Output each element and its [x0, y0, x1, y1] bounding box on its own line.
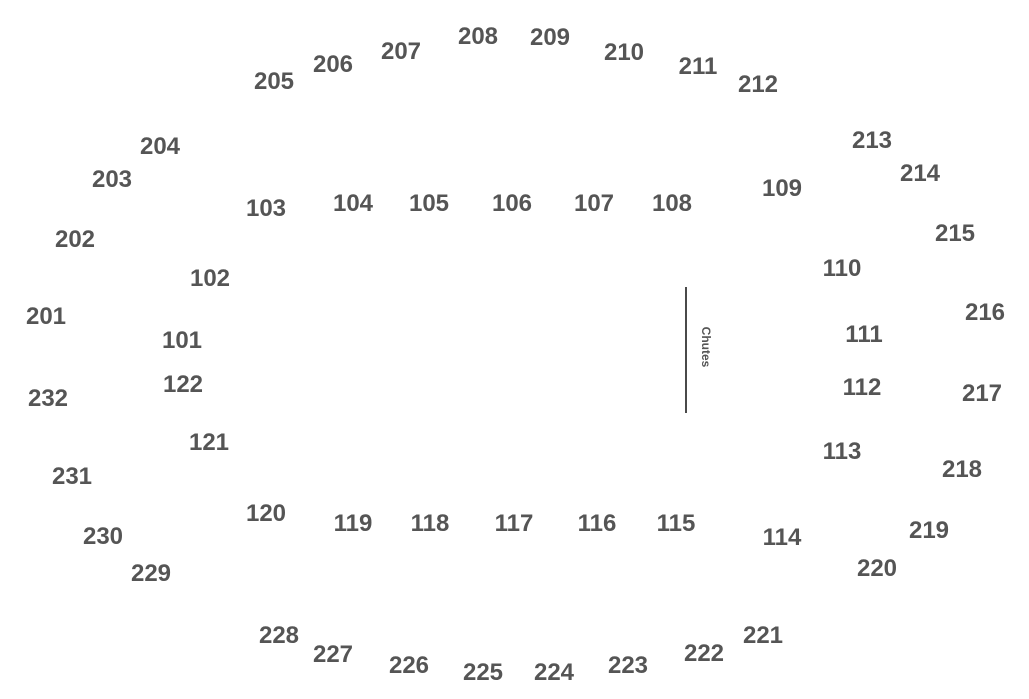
section-228[interactable]: 228: [258, 622, 300, 649]
section-109[interactable]: 109: [761, 175, 803, 202]
section-105[interactable]: 105: [408, 190, 450, 217]
section-112[interactable]: 112: [842, 374, 882, 401]
section-212[interactable]: 212: [737, 71, 779, 98]
section-209[interactable]: 209: [529, 24, 571, 51]
section-114[interactable]: 114: [762, 524, 802, 551]
section-231[interactable]: 231: [51, 463, 93, 490]
section-224[interactable]: 224: [533, 659, 575, 686]
section-229[interactable]: 229: [130, 560, 172, 587]
section-207[interactable]: 207: [380, 38, 422, 65]
section-107[interactable]: 107: [573, 190, 615, 217]
section-106[interactable]: 106: [491, 190, 533, 217]
section-216[interactable]: 216: [964, 299, 1006, 326]
section-210[interactable]: 210: [603, 39, 645, 66]
chutes-label: Chutes: [699, 326, 713, 368]
section-117[interactable]: 117: [494, 510, 534, 537]
section-217[interactable]: 217: [961, 380, 1003, 407]
section-227[interactable]: 227: [312, 641, 354, 668]
section-230[interactable]: 230: [82, 523, 124, 550]
section-211[interactable]: 211: [678, 53, 718, 80]
section-219[interactable]: 219: [908, 517, 950, 544]
section-223[interactable]: 223: [607, 652, 649, 679]
section-115[interactable]: 115: [656, 510, 696, 537]
section-121[interactable]: 121: [188, 429, 230, 456]
section-119[interactable]: 119: [333, 510, 373, 537]
section-101[interactable]: 101: [161, 327, 203, 354]
section-201[interactable]: 201: [25, 303, 67, 330]
section-218[interactable]: 218: [941, 456, 983, 483]
section-108[interactable]: 108: [651, 190, 693, 217]
section-118[interactable]: 118: [410, 510, 450, 537]
section-102[interactable]: 102: [189, 265, 231, 292]
section-205[interactable]: 205: [253, 68, 295, 95]
chutes-divider: [685, 287, 687, 413]
section-120[interactable]: 120: [245, 500, 287, 527]
section-220[interactable]: 220: [856, 555, 898, 582]
section-213[interactable]: 213: [851, 127, 893, 154]
section-202[interactable]: 202: [54, 226, 96, 253]
section-222[interactable]: 222: [683, 640, 725, 667]
section-122[interactable]: 122: [162, 371, 204, 398]
section-214[interactable]: 214: [899, 160, 941, 187]
section-225[interactable]: 225: [462, 659, 504, 686]
section-104[interactable]: 104: [332, 190, 374, 217]
section-221[interactable]: 221: [742, 622, 784, 649]
section-206[interactable]: 206: [312, 51, 354, 78]
section-116[interactable]: 116: [577, 510, 617, 537]
section-215[interactable]: 215: [934, 220, 976, 247]
section-203[interactable]: 203: [91, 166, 133, 193]
section-204[interactable]: 204: [139, 133, 181, 160]
section-113[interactable]: 113: [822, 438, 862, 465]
section-111[interactable]: 111: [845, 321, 883, 348]
section-232[interactable]: 232: [27, 385, 69, 412]
section-226[interactable]: 226: [388, 652, 430, 679]
section-110[interactable]: 110: [822, 255, 862, 282]
section-208[interactable]: 208: [457, 23, 499, 50]
section-103[interactable]: 103: [245, 195, 287, 222]
